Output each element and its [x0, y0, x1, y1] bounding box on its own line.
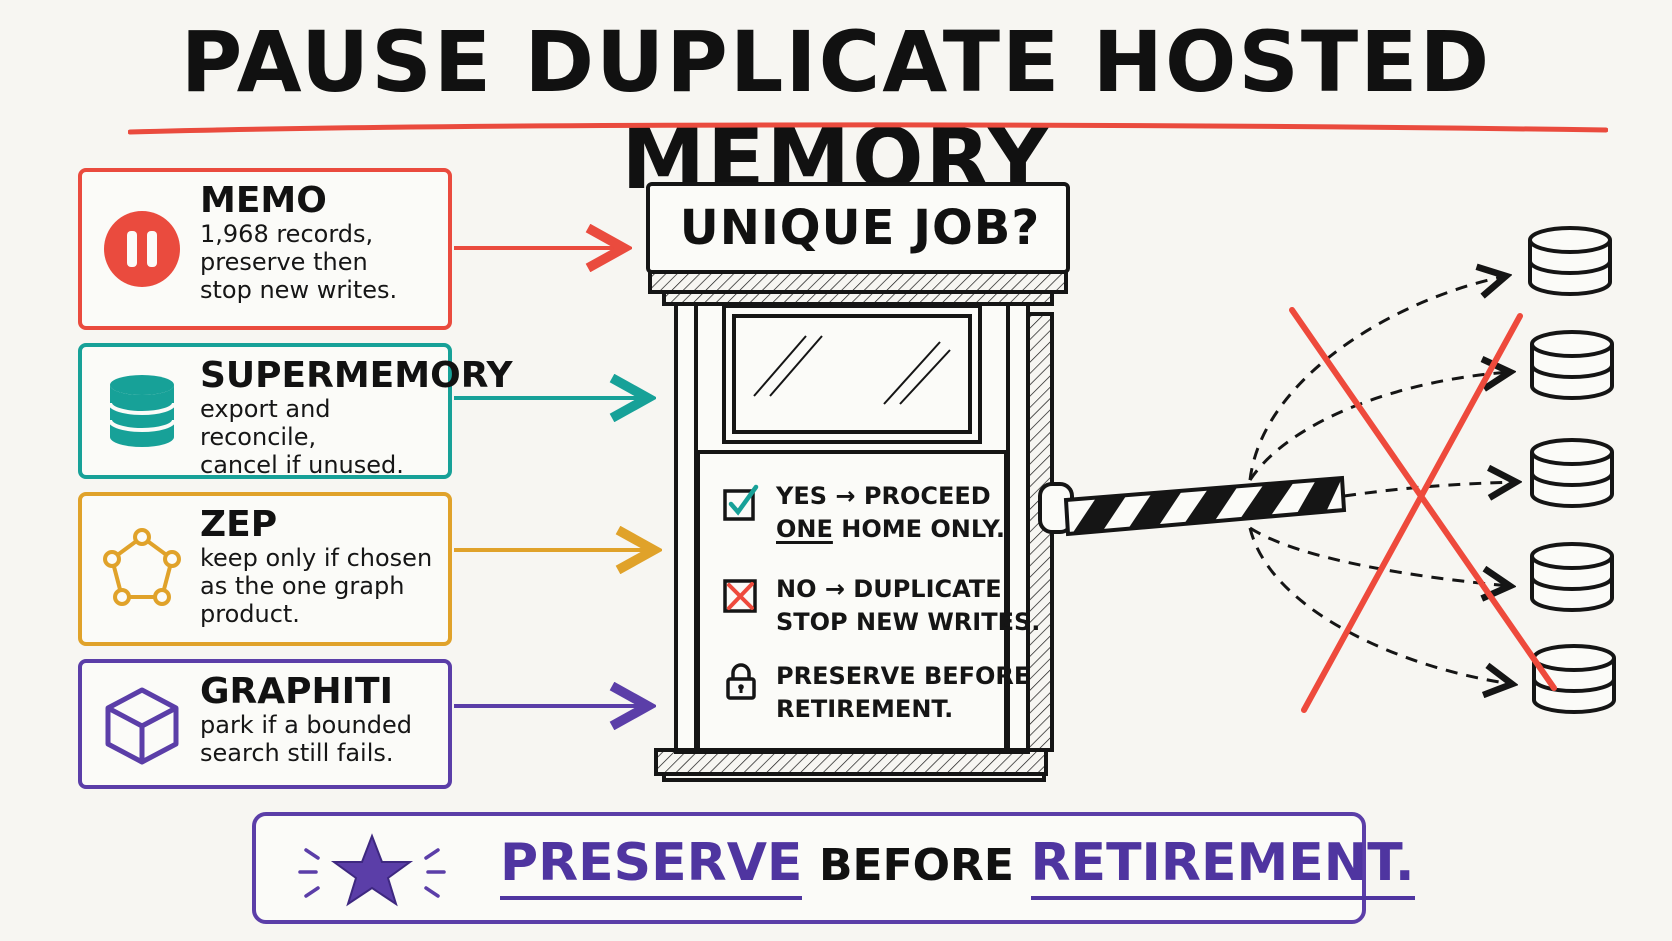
card-zep: Zep keep only if chosen as the one graph…	[78, 492, 452, 646]
card-supermemory: Supermemory export and reconcile, cancel…	[78, 343, 513, 480]
barrier-arm	[1038, 475, 1347, 537]
duplicate-paths	[1248, 276, 1516, 684]
rule-yes-line1: Yes → Proceed	[776, 482, 991, 510]
card-memo-desc: 1,968 records, preserve then stop new wr…	[200, 219, 398, 305]
card-zep-name: Zep	[200, 504, 278, 545]
checkbox-crossed-icon	[723, 579, 757, 613]
rule-yes-line2: home only.	[832, 515, 1005, 544]
rule-preserve-line1: Preserve before	[776, 662, 1031, 690]
footer-word-before: before	[818, 840, 1014, 891]
rule-yes: Yes → Proceed One home only.	[722, 480, 1005, 546]
card-memo-name: Memo	[200, 180, 327, 221]
cross-out-icon	[1289, 307, 1557, 713]
card-graphiti: Graphiti park if a bounded search still …	[78, 659, 452, 789]
rule-preserve-line2: retirement.	[776, 695, 954, 724]
title-underline	[128, 122, 1608, 135]
star-icon	[298, 833, 446, 907]
toll-booth	[646, 182, 1070, 782]
card-supermemory-desc: export and reconcile, cancel if unused.	[200, 394, 404, 480]
footer-word-retirement: retirement.	[1030, 832, 1415, 901]
checkbox-checked-icon	[723, 484, 759, 521]
rule-preserve: Preserve before retirement.	[722, 660, 1030, 726]
rule-no-line2: Stop new writes.	[776, 608, 1041, 637]
database-icon	[1528, 226, 1612, 296]
cube-icon	[105, 687, 179, 765]
database-icon	[1530, 330, 1614, 400]
database-icon	[1530, 438, 1614, 508]
card-zep-desc: keep only if chosen as the one graph pro…	[200, 543, 433, 629]
lock-icon	[726, 663, 756, 700]
pause-icon	[104, 211, 180, 287]
graph-nodes-icon	[103, 528, 181, 606]
footer-slogan: Preserve before retirement.	[500, 832, 1415, 901]
footer-word-preserve: Preserve	[500, 832, 803, 901]
card-graphiti-name: Graphiti	[200, 671, 393, 712]
rule-no-line1: No → Duplicate	[776, 575, 1002, 603]
rule-yes-underlined: One	[776, 515, 833, 544]
unique-job-sign: UNIQUE JOB?	[679, 200, 1041, 256]
database-stack	[1528, 226, 1616, 714]
database-icon	[108, 375, 176, 447]
card-memo: Memo 1,968 records, preserve then stop n…	[78, 168, 452, 330]
footer-banner: Preserve before retirement.	[252, 812, 1415, 924]
card-arrows	[454, 248, 654, 706]
database-icon	[1530, 542, 1614, 612]
card-graphiti-desc: park if a bounded search still fails.	[200, 710, 412, 768]
rule-no: No → Duplicate Stop new writes.	[722, 573, 1040, 639]
